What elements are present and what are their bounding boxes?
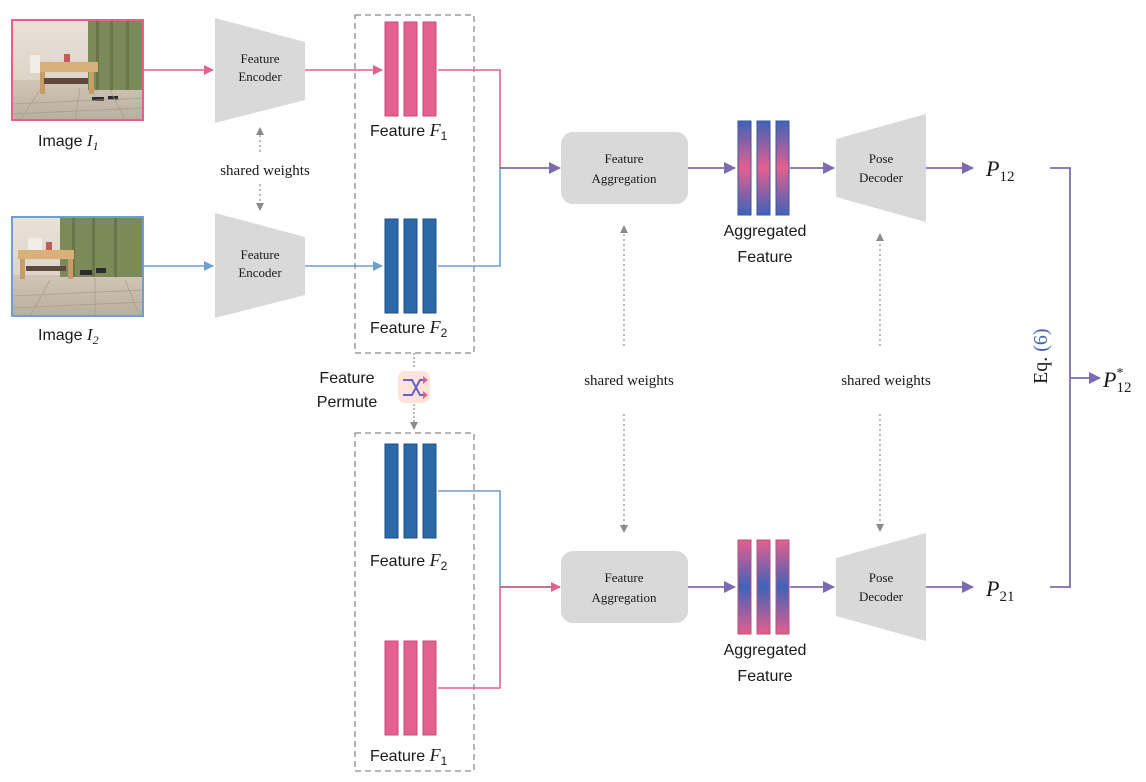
svg-text:Decoder: Decoder (859, 170, 904, 185)
permute-label-line1: Feature (319, 370, 374, 387)
pose-decoder-bottom: Pose Decoder (836, 533, 926, 641)
shared-weights-label-decoder: shared weights (841, 373, 931, 389)
shared-weights-label-aggregation: shared weights (584, 373, 674, 389)
f2-connector-bottom (438, 490, 501, 587)
svg-text:Aggregation: Aggregation (592, 171, 657, 186)
shuffle-icon (398, 371, 430, 403)
feature-f1-bottom-label: Feature F1 (370, 745, 448, 768)
feature-f1-bottom (384, 640, 437, 736)
svg-text:Feature: Feature (605, 570, 644, 585)
feature-f1-top-label: Feature F1 (370, 120, 448, 143)
feature-f2-bottom (384, 443, 437, 539)
output-p12: P12 (985, 156, 1014, 185)
image-2-label: Image I2 (38, 325, 99, 347)
svg-text:Feature: Feature (241, 247, 280, 262)
f2-connector-top (438, 168, 501, 267)
pose-decoder-top: Pose Decoder (836, 114, 926, 222)
svg-text:Aggregation: Aggregation (592, 590, 657, 605)
merge-bracket (1050, 167, 1071, 588)
feature-group-bottom (354, 432, 475, 772)
f1-connector-bottom (438, 587, 501, 689)
svg-text:Encoder: Encoder (238, 69, 282, 84)
f1-connector-top (438, 69, 501, 168)
feature-f1-top (384, 21, 437, 117)
svg-text:Pose: Pose (869, 151, 894, 166)
output-p21: P21 (985, 576, 1014, 605)
image-1 (11, 19, 144, 121)
svg-text:Feature: Feature (605, 151, 644, 166)
aggregated-bottom-label-line1: Aggregated (724, 642, 807, 659)
aggregated-top-label-line1: Aggregated (724, 223, 807, 240)
feature-group-top (354, 14, 475, 354)
aggregated-bottom-label-line2: Feature (737, 668, 792, 685)
feature-encoder-2: Feature Encoder (215, 213, 305, 318)
shared-weights-label-encoder: shared weights (220, 163, 310, 179)
aggregated-feature-top (737, 120, 790, 216)
svg-text:Feature: Feature (241, 51, 280, 66)
feature-f2-top (384, 218, 437, 314)
aggregated-top-label-line2: Feature (737, 249, 792, 266)
feature-f2-top-label: Feature F2 (370, 317, 448, 340)
feature-encoder-1: Feature Encoder (215, 18, 305, 123)
output-final: P*12 (1102, 366, 1131, 396)
permute-label-line2: Permute (317, 394, 378, 411)
feature-aggregation-top: Feature Aggregation (561, 132, 688, 204)
shuffle-icon-heads (423, 376, 428, 399)
svg-text:Pose: Pose (869, 570, 894, 585)
aggregated-feature-bottom (737, 539, 790, 635)
equation-label: Eq. (6) (1030, 328, 1052, 384)
feature-f2-bottom-label: Feature F2 (370, 550, 448, 573)
image-1-label: Image I1 (38, 131, 99, 153)
svg-text:Encoder: Encoder (238, 265, 282, 280)
image-2 (11, 216, 144, 317)
svg-text:Decoder: Decoder (859, 589, 904, 604)
feature-aggregation-bottom: Feature Aggregation (561, 551, 688, 623)
